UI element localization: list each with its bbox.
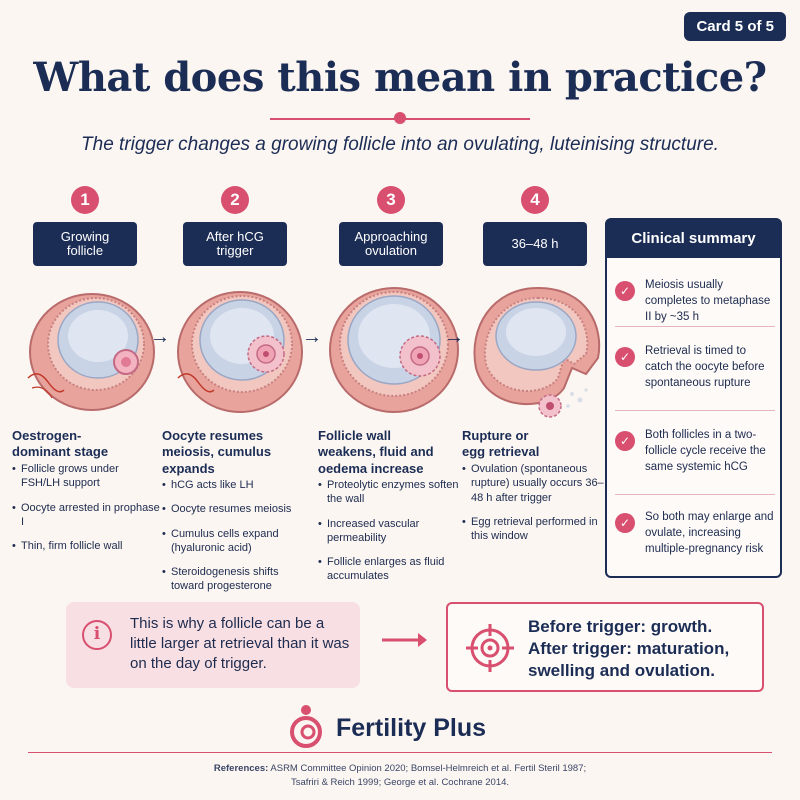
stage-point: Oocyte resumes meiosis [162,502,310,517]
stage-points: Ovulation (spontaneous rupture) usually … [462,462,610,553]
stage-number: 1 [71,186,99,214]
summary-item: ✓ So both may enlarge and ovulate, incre… [615,510,775,558]
check-icon: ✓ [615,513,635,533]
key-message-box: Before trigger: growth. After trigger: m… [446,602,764,692]
clinical-summary-heading: Clinical summary [607,220,780,258]
summary-item: ✓ Retrieval is timed to catch the oocyte… [615,344,775,392]
fertility-plus-logo [290,705,322,748]
check-icon: ✓ [615,347,635,367]
info-icon: i [82,620,112,650]
stage-points: hCG acts like LH Oocyte resumes meiosis … [162,478,310,604]
summary-item: ✓ Both follicles in a two-follicle cycle… [615,428,775,476]
stage-point: Oocyte arrested in prophase I [12,501,160,530]
page-title: What does this mean in practice? [33,54,767,101]
check-icon: ✓ [615,431,635,451]
stage-point: Ovulation (spontaneous rupture) usually … [462,462,610,505]
post-trigger-follicle-illustration [177,291,303,413]
stage-title: Oestrogen-dominant stage [12,428,109,460]
pre-ovulation-follicle-illustration [329,287,459,413]
summary-divider [615,326,775,327]
footer-divider [28,752,772,753]
references: References: ASRM Committee Opinion 2020;… [213,763,587,789]
clinical-summary-panel: Clinical summary ✓ Meiosis usually compl… [605,218,782,578]
summary-divider [615,494,775,495]
stage-point: Steroidogenesis shifts toward progestero… [162,565,310,594]
stage-point: Proteolytic enzymes soften the wall [318,478,466,507]
flow-arrow-icon: → [150,326,170,348]
growing-follicle-illustration [27,293,155,411]
ruptured-follicle-illustration [473,286,601,418]
stage-points: Follicle grows under FSH/LH support Oocy… [12,462,160,563]
target-icon [466,624,514,672]
stage-number: 3 [377,186,405,214]
card-badge: Card 5 of 5 [684,12,786,41]
stage-point: Egg retrieval performed in this window [462,515,610,544]
flow-arrow-icon: → [444,326,464,348]
check-icon: ✓ [615,281,635,301]
stage-point: Cumulus cells expand (hyaluronic acid) [162,527,310,556]
summary-divider [615,410,775,411]
arrow-right-icon [382,633,427,647]
summary-item: ✓ Meiosis usually completes to metaphase… [615,278,775,326]
stage-heading: 36–48 h [483,222,587,266]
stage-number: 4 [521,186,549,214]
note-text: This is why a follicle can be a little l… [130,615,350,672]
page-subtitle: The trigger changes a growing follicle i… [81,134,719,155]
stage-point: Thin, firm follicle wall [12,539,160,554]
stage-points: Proteolytic enzymes soften the wall Incr… [318,478,466,594]
flow-arrow-icon: → [302,326,322,348]
stage-point: Follicle enlarges as fluid accumulates [318,555,466,584]
stage-point: hCG acts like LH [162,478,310,493]
stage-number: 2 [221,186,249,214]
stage-point: Follicle grows under FSH/LH support [12,462,160,491]
key-message-text: Before trigger: growth. After trigger: m… [528,617,730,680]
note-box: i This is why a follicle can be a little… [66,602,360,688]
divider-dot [394,112,406,124]
stage-point: Increased vascular permeability [318,517,466,546]
brand-name: Fertility Plus [336,714,487,742]
